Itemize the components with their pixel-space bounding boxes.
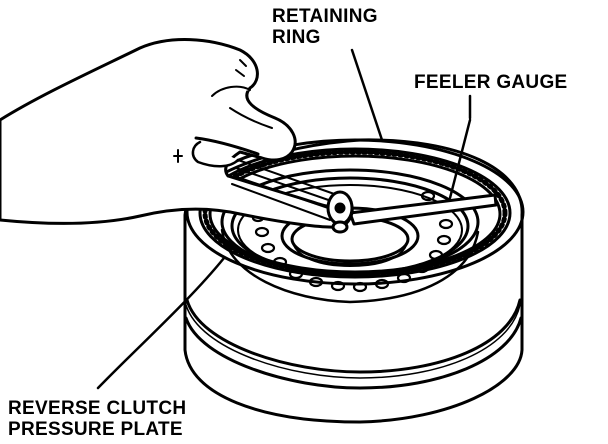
pressure-plate-label-line1: REVERSE CLUTCH (8, 398, 187, 419)
retaining-ring-label-line1: RETAINING (272, 6, 378, 27)
retaining-ring-label: RETAINING RING (272, 6, 378, 48)
hand (0, 38, 354, 234)
pressure-plate-label: REVERSE CLUTCH PRESSURE PLATE (8, 398, 186, 440)
retaining-ring-label-line2: RING (272, 27, 321, 48)
feeler-gauge (348, 118, 498, 226)
feeler-gauge-label: FEELER GAUGE (414, 72, 568, 93)
pressure-plate-label-line2: PRESSURE PLATE (8, 419, 183, 440)
clutch-plates (220, 168, 480, 304)
leader-lines (96, 48, 472, 390)
